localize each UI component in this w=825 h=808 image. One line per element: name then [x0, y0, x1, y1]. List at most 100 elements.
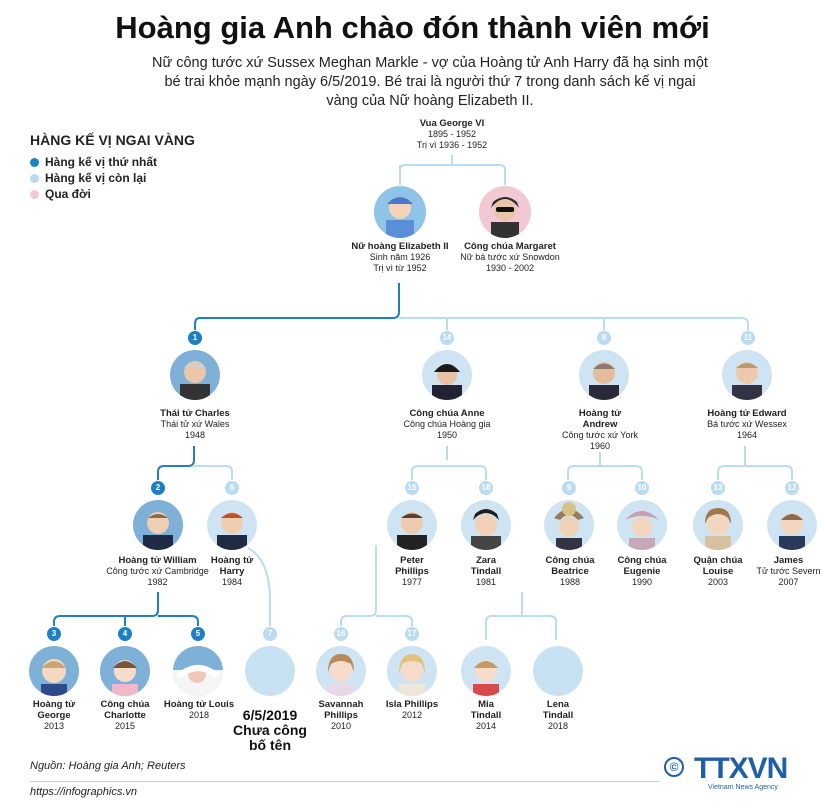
- node-zara: Zara Tindall 1981: [446, 555, 526, 588]
- person-title: Bá tước xứ Wessex: [707, 419, 787, 429]
- person-name: Hoàng tử: [578, 408, 622, 419]
- node-george-vi: Vua George VI 1895 - 1952 Trị vì 1936 - …: [382, 118, 522, 151]
- succession-badge: 11: [741, 331, 755, 345]
- person-birth: 1964: [736, 430, 758, 440]
- person-name: Quận chúa: [693, 555, 743, 566]
- baby-status-line2: bố tên: [249, 737, 291, 753]
- mia-photo: [461, 646, 511, 696]
- charlotte-photo: [100, 646, 150, 696]
- elizabeth-photo: [374, 186, 426, 238]
- footer-divider: [30, 781, 660, 782]
- person-name-line2: Phillips: [395, 566, 429, 577]
- legend: HÀNG KẾ VỊ NGAI VÀNG Hàng kế vị thứ nhất…: [30, 132, 195, 202]
- succession-badge: 17: [405, 627, 419, 641]
- zara-photo: [461, 500, 511, 550]
- person-reign: Trị vì 1936 - 1952: [416, 140, 488, 150]
- person-name: Hoàng tử Edward: [707, 408, 787, 419]
- brand-subtitle: Vietnam News Agency: [708, 784, 778, 791]
- eugenie-photo: [617, 500, 667, 550]
- person-name: Vua George VI: [419, 118, 485, 129]
- andrew-photo: [579, 350, 629, 400]
- person-birth: 1977: [401, 577, 423, 587]
- person-birth: 2014: [475, 721, 497, 731]
- succession-badge: 6: [225, 481, 239, 495]
- william-photo: [133, 500, 183, 550]
- edward-photo: [722, 350, 772, 400]
- person-name: Isla Phillips: [385, 699, 439, 710]
- person-name: Hoàng tử William: [118, 555, 197, 566]
- person-birth: 1984: [221, 577, 243, 587]
- person-birth: 1960: [589, 441, 611, 451]
- legend-title: HÀNG KẾ VỊ NGAI VÀNG: [30, 132, 195, 148]
- person-birth: 1981: [475, 577, 497, 587]
- node-lena: Lena Tindall 2018: [523, 699, 593, 732]
- person-birth: 2003: [707, 577, 729, 587]
- isla-photo: [387, 646, 437, 696]
- node-louis: Hoàng tử Louis 2018: [160, 699, 238, 721]
- brand-logo: TTXVN: [694, 752, 788, 785]
- peter-photo: [387, 500, 437, 550]
- person-birth: 2007: [778, 577, 799, 587]
- harry-photo: [207, 500, 257, 550]
- source-note: Nguồn: Hoàng gia Anh; Reuters: [30, 760, 186, 772]
- person-birth: 2018: [188, 710, 210, 720]
- succession-badge: 7: [263, 627, 277, 641]
- person-birth: 2013: [43, 721, 65, 731]
- succession-badge: 13: [711, 481, 725, 495]
- person-name-line2: Tindall: [542, 710, 574, 721]
- person-birth: 2012: [401, 710, 423, 720]
- person-name-line2: Louise: [702, 566, 734, 577]
- copyright-icon: ©: [664, 757, 684, 777]
- node-edward: Hoàng tử Edward Bá tước xứ Wessex 1964: [692, 408, 802, 441]
- person-title: Công tước xứ York: [562, 430, 638, 440]
- legend-item-first: Hàng kế vị thứ nhất: [30, 154, 195, 170]
- person-name-line2: Charlotte: [104, 710, 146, 721]
- node-baby: 6/5/2019 Chưa công bố tên: [225, 708, 315, 753]
- person-years: 1930 - 2002: [485, 263, 535, 273]
- succession-badge: 9: [562, 481, 576, 495]
- louis-photo: [173, 646, 223, 696]
- node-eugenie: Công chúa Eugenie 1990: [602, 555, 682, 588]
- person-birth: 1948: [184, 430, 206, 440]
- footer-site-link[interactable]: https://infographics.vn: [30, 786, 138, 798]
- person-name-line2: Tindall: [470, 566, 502, 577]
- succession-badge: 8: [597, 331, 611, 345]
- person-name-line2: Phillips: [324, 710, 358, 721]
- succession-badge: 18: [479, 481, 493, 495]
- person-birth: 1982: [147, 577, 168, 587]
- person-name: Hoàng tử: [210, 555, 254, 566]
- legend-label: Hàng kế vị còn lại: [45, 171, 147, 185]
- person-birth: 2015: [114, 721, 136, 731]
- node-george: Hoàng tử George 2013: [24, 699, 84, 732]
- person-name: James: [773, 555, 804, 566]
- person-birth: 2018: [547, 721, 569, 731]
- person-birth: 1990: [631, 577, 653, 587]
- person-name-line2: Eugenie: [623, 566, 661, 577]
- person-birth: Sinh năm 1926: [369, 252, 431, 262]
- person-name-line2: Tindall: [470, 710, 502, 721]
- succession-badge: 3: [47, 627, 61, 641]
- person-name-line2: George: [37, 710, 71, 721]
- louise-photo: [693, 500, 743, 550]
- node-anne: Công chúa Anne Công chúa Hoàng gia 1950: [392, 408, 502, 441]
- node-margaret: Công chúa Margaret Nữ bá tước xứ Snowdon…: [445, 241, 575, 274]
- person-name: Công chúa: [617, 555, 667, 566]
- node-peter: Peter Phillips 1977: [372, 555, 452, 588]
- james-photo: [767, 500, 817, 550]
- person-title: Công tước xứ Cambridge: [106, 566, 209, 576]
- person-name: Lena: [546, 699, 570, 710]
- legend-label: Qua đời: [45, 187, 91, 201]
- legend-dot-deceased: [30, 189, 39, 199]
- person-name: Hoàng tử: [32, 699, 76, 710]
- person-birth: 1988: [559, 577, 581, 587]
- person-name: Savannah: [318, 699, 364, 710]
- person-name-line2: Andrew: [582, 419, 618, 430]
- subtitle: Nữ công tước xứ Sussex Meghan Markle - v…: [152, 55, 708, 109]
- succession-badge: 1: [188, 331, 202, 345]
- page-title: Hoàng gia Anh chào đón thành viên mới: [115, 10, 710, 45]
- baby-placeholder: [245, 646, 295, 696]
- succession-badge: 12: [785, 481, 799, 495]
- savannah-photo: [316, 646, 366, 696]
- succession-badge: 4: [118, 627, 132, 641]
- node-harry: Hoàng tử Harry 1984: [200, 555, 264, 588]
